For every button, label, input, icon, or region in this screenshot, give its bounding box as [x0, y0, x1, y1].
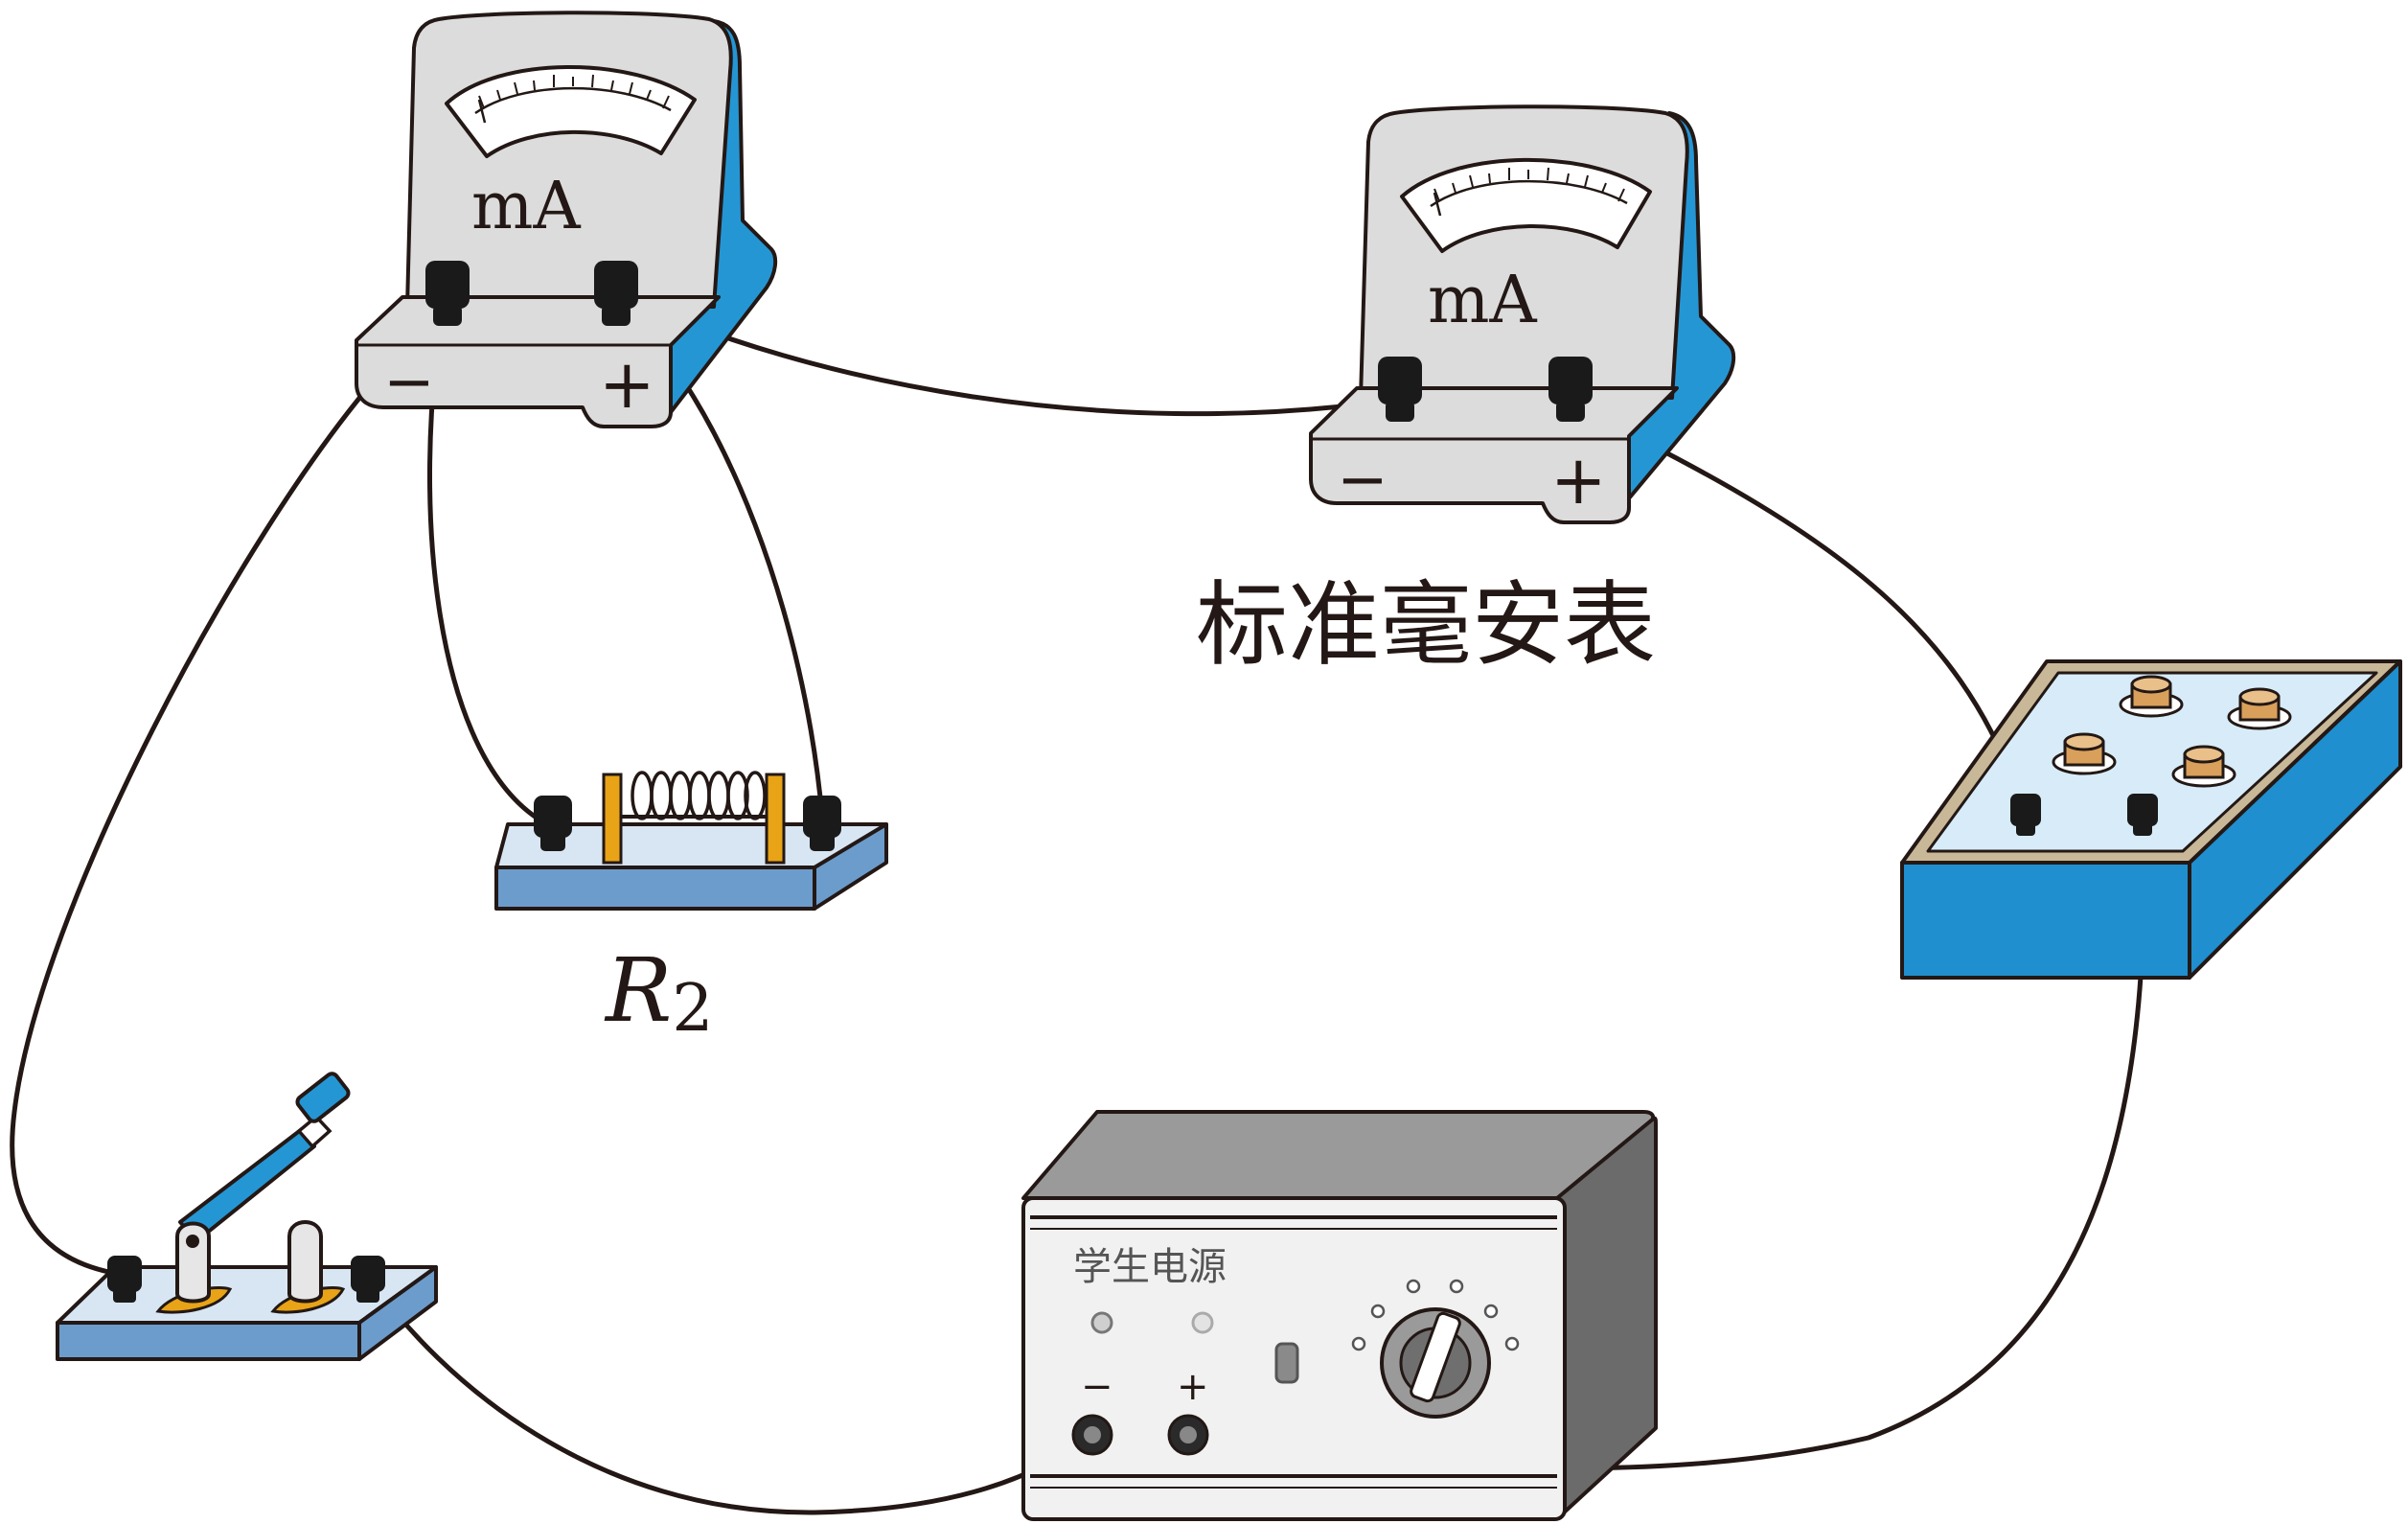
switch-left-terminal[interactable]	[107, 1256, 142, 1303]
standard-meter[interactable]: mA − + 标准毫安表	[1196, 104, 1736, 679]
resistor-r2[interactable]: R2	[494, 771, 888, 1047]
supply-side	[1555, 1116, 1658, 1516]
standard-meter-unit-label: mA	[1428, 263, 1537, 338]
switch-hinge-post	[175, 1221, 211, 1304]
standard-meter-pos-terminal[interactable]	[1548, 357, 1593, 422]
standard-meter-neg-terminal[interactable]	[1378, 357, 1422, 422]
resistor-label-sub: 2	[672, 971, 713, 1047]
wire-switch-to-supply-neg	[366, 1275, 1095, 1515]
meter-pos-terminal[interactable]	[594, 261, 638, 326]
standard-meter-scale-arc	[1430, 179, 1628, 208]
standard-meter-caption: 标准毫安表	[1196, 571, 1656, 679]
box-knob-3[interactable]	[2052, 732, 2117, 775]
supply-neg-label: −	[1081, 1365, 1113, 1409]
meter-dial-window	[445, 65, 697, 158]
meter-base	[355, 295, 721, 428]
meter-neg-terminal[interactable]	[425, 261, 470, 326]
switch-contact-post	[287, 1220, 323, 1304]
resistor-post-left	[602, 773, 623, 865]
wire-meter-neg-to-switch	[10, 376, 378, 1278]
switch-board-front	[56, 1321, 361, 1361]
switch-right-terminal[interactable]	[351, 1256, 385, 1303]
standard-meter-pos-label: +	[1550, 441, 1607, 520]
box-knob-4[interactable]	[2171, 745, 2236, 788]
box-knob-2[interactable]	[2227, 687, 2292, 730]
power-supply: 学生电源 − +	[1021, 1110, 1658, 1521]
resistor-right-terminal[interactable]	[803, 796, 841, 851]
resistor-label: R2	[604, 939, 714, 1047]
meter-scale-arc	[474, 86, 672, 115]
box-front	[1900, 861, 2191, 980]
box-side	[2188, 659, 2402, 980]
supply-pos-label: +	[1177, 1365, 1209, 1409]
meter-neg-label: −	[383, 347, 435, 418]
supply-indicator-left	[1090, 1311, 1113, 1334]
supply-knob-scale	[1351, 1279, 1520, 1351]
supply-title: 学生电源	[1073, 1245, 1227, 1289]
resistor-coil	[631, 771, 767, 820]
standard-meter-needle	[1433, 192, 1442, 217]
meter-needle	[477, 99, 487, 124]
box-knob-1[interactable]	[2119, 675, 2184, 718]
standard-meter-neg-label: −	[1337, 445, 1388, 516]
standard-meter-dial-window	[1400, 157, 1652, 253]
standard-meter-face	[1359, 104, 1689, 400]
switch-handle[interactable]	[295, 1072, 351, 1123]
resistor-label-main: R	[604, 939, 672, 1042]
resistor-post-right	[765, 773, 786, 865]
meter-pos-label: +	[599, 345, 655, 424]
resistor-left-terminal[interactable]	[534, 796, 572, 851]
meter-unit-label: mA	[471, 169, 581, 244]
resistor-board-side	[813, 822, 888, 911]
resistance-box[interactable]	[1900, 659, 2402, 980]
switch-hinge-pin	[186, 1235, 199, 1248]
supply-pos-terminal[interactable]	[1167, 1414, 1209, 1456]
box-right-terminal[interactable]	[2127, 794, 2158, 836]
resistor-board-front	[494, 866, 816, 911]
knife-switch[interactable]	[56, 1072, 438, 1361]
supply-voltage-knob[interactable]	[1380, 1307, 1491, 1419]
supply-power-switch[interactable]	[1274, 1342, 1299, 1384]
meter-under-test[interactable]: mA − +	[355, 11, 778, 428]
supply-neg-terminal[interactable]	[1071, 1414, 1113, 1456]
switch-board-side	[357, 1265, 438, 1361]
box-left-terminal[interactable]	[2010, 794, 2041, 836]
supply-indicator-right	[1191, 1311, 1214, 1334]
meter-scale-ticks	[478, 74, 670, 109]
supply-top	[1021, 1110, 1656, 1200]
standard-meter-scale-ticks	[1433, 167, 1625, 202]
